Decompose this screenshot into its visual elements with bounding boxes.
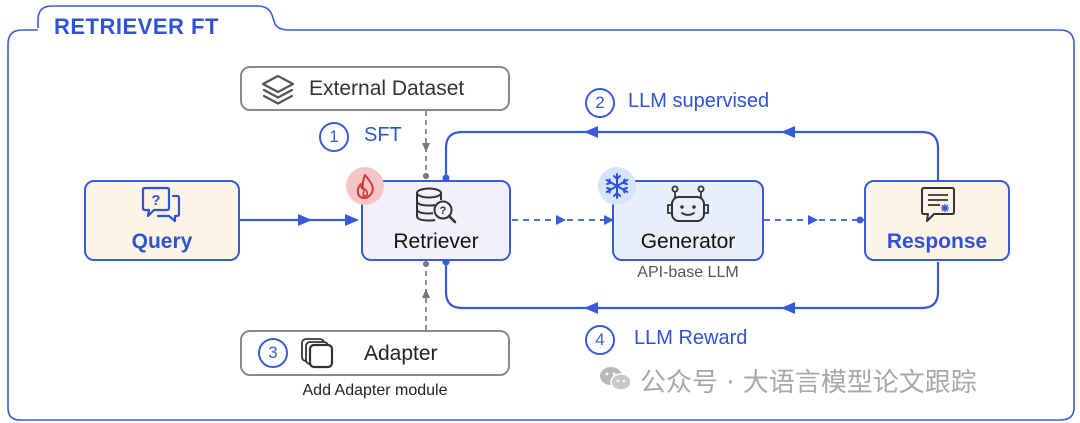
retriever-node: ? Retriever <box>361 180 511 261</box>
adapter-label: Adapter <box>364 342 438 365</box>
stack-icon <box>301 338 334 369</box>
wechat-icon <box>600 367 632 391</box>
query-label: Query <box>131 230 193 253</box>
fire-badge <box>346 167 384 205</box>
query-node: ? Query <box>84 180 240 261</box>
outer-frame <box>7 5 1075 421</box>
page-title: RETRIEVER FT <box>54 14 219 39</box>
step-1-badge: 1 <box>319 122 349 152</box>
snowflake-icon <box>605 173 629 199</box>
question-chat-icon: ? <box>141 186 181 223</box>
generator-node: Generator <box>612 180 764 261</box>
step-2-badge: 2 <box>585 88 615 118</box>
llm-supervised-loop <box>444 130 940 180</box>
external-dataset-label: External Dataset <box>309 77 465 100</box>
svg-text:?: ? <box>440 205 447 217</box>
external-dataset-box: External Dataset <box>240 66 510 111</box>
llm-reward-loop <box>444 262 940 310</box>
adapter-box: 3 Adapter <box>240 330 510 376</box>
step-sft-label: SFT <box>364 124 402 146</box>
response-label: Response <box>886 230 988 253</box>
svg-text:?: ? <box>151 192 160 209</box>
generator-label: Generator <box>640 230 736 253</box>
step-llm-reward-label: LLM Reward <box>634 327 748 349</box>
adapter-caption: Add Adapter module <box>302 382 448 399</box>
fire-icon <box>356 174 374 199</box>
step-4-badge: 4 <box>585 325 615 355</box>
chat-response-icon <box>921 187 955 222</box>
step-llm-supervised-label: LLM supervised <box>628 90 770 112</box>
layers-icon <box>261 74 295 105</box>
robot-icon <box>667 185 709 222</box>
retriever-label: Retriever <box>393 230 479 253</box>
watermark-text: 公众号 · 大语言模型论文跟踪 <box>640 368 977 398</box>
database-search-icon: ? <box>416 187 457 224</box>
snowflake-badge <box>598 167 636 205</box>
response-node: Response <box>864 180 1010 261</box>
step-3-badge: 3 <box>258 338 288 368</box>
generator-caption: API-base LLM <box>637 264 739 281</box>
